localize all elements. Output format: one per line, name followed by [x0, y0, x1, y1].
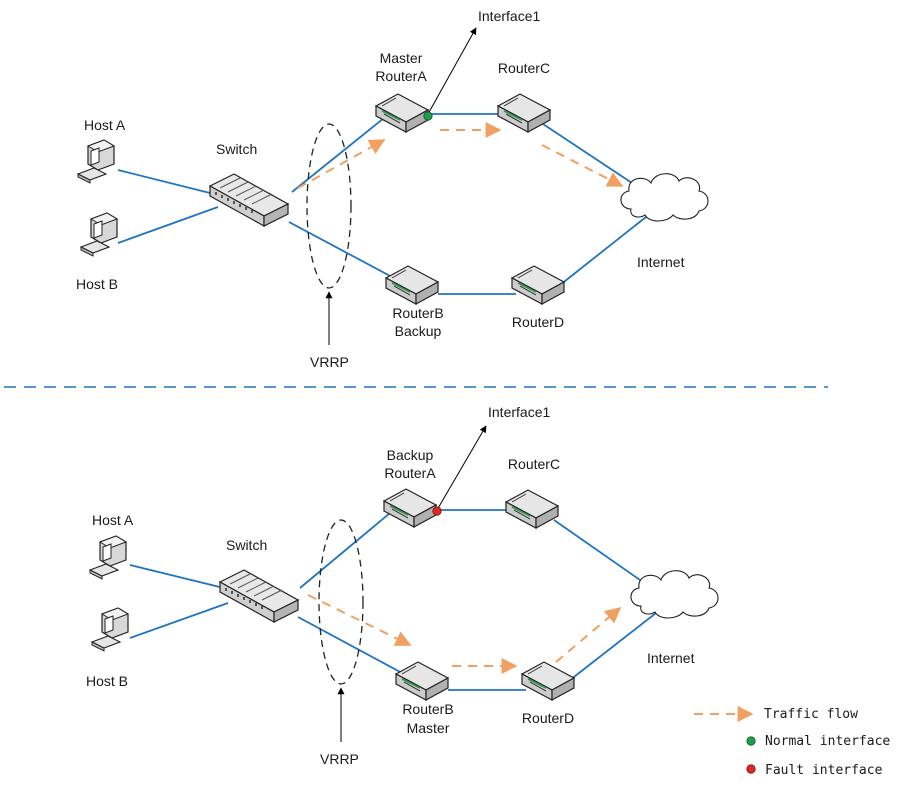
- vrrp-group-ellipse: [306, 123, 352, 289]
- interface1-label: Interface1: [478, 8, 540, 24]
- vrrp-label: VRRP: [320, 751, 359, 767]
- routerc-label: RouterC: [508, 456, 560, 472]
- link-host-a-switch: [117, 169, 223, 197]
- link-host-a-switch: [129, 564, 233, 591]
- switch-icon: [209, 173, 289, 227]
- routerd-label: RouterD: [512, 314, 564, 330]
- routerc-label: RouterC: [498, 60, 550, 76]
- switch-icon: [219, 569, 299, 623]
- link-switch-routerb: [288, 221, 393, 278]
- host-b-label: Host B: [76, 276, 118, 292]
- host-b-icon: [80, 212, 118, 257]
- routerc-icon: [505, 489, 559, 529]
- host-b-label: Host B: [86, 673, 128, 689]
- internet-label: Internet: [637, 254, 685, 270]
- link-routerd-internet: [569, 612, 657, 681]
- top-diagram: Host A Host B Switch Master RouterA Rout…: [76, 8, 709, 370]
- link-routerc-internet: [542, 123, 633, 184]
- link-host-b-switch: [129, 602, 229, 639]
- routera-role-label: Backup: [387, 447, 434, 463]
- link-routerc-internet: [553, 519, 641, 581]
- legend-fault-interface-dot: [746, 764, 756, 774]
- legend-traffic-flow-label: Traffic flow: [764, 707, 858, 722]
- vrrp-label: VRRP: [310, 354, 349, 370]
- traffic-flow-switch-to-routera: [297, 139, 386, 189]
- internet-label: Internet: [647, 650, 695, 666]
- bottom-diagram: Host A Host B Switch Backup RouterA Rout…: [86, 404, 719, 767]
- traffic-flow-routerc-to-internet: [541, 144, 624, 187]
- switch-label: Switch: [216, 141, 257, 157]
- traffic-flow-switch-to-routerb: [307, 594, 412, 646]
- routerc-icon: [497, 93, 551, 133]
- routerb-role-label: Backup: [395, 323, 442, 339]
- legend-normal-interface-dot: [746, 736, 756, 746]
- legend-normal-interface-label: Normal interface: [765, 734, 890, 749]
- traffic-flow-routerd-to-internet: [555, 606, 622, 663]
- routerb-name-label: RouterB: [402, 701, 453, 717]
- interface1-label: Interface1: [488, 404, 550, 420]
- legend: Traffic flow Normal interface Fault inte…: [694, 706, 890, 778]
- internet-cloud-icon: [630, 570, 719, 619]
- host-b-icon: [91, 607, 129, 652]
- routera-name-label: RouterA: [384, 465, 436, 481]
- vrrp-group-ellipse: [318, 519, 364, 685]
- fault-interface-dot: [432, 506, 442, 516]
- link-switch-routera: [299, 512, 391, 589]
- legend-fault-interface-label: Fault interface: [765, 763, 883, 778]
- internet-cloud-icon: [620, 173, 709, 222]
- routerb-icon: [395, 661, 449, 701]
- host-a-icon: [89, 535, 127, 580]
- routerb-name-label: RouterB: [392, 305, 443, 321]
- link-host-b-switch: [117, 206, 219, 244]
- link-switch-routera: [291, 117, 385, 193]
- interface1-pointer-arrow: [427, 27, 477, 115]
- host-a-label: Host A: [92, 512, 134, 528]
- routerd-label: RouterD: [522, 710, 574, 726]
- interface1-pointer-arrow: [436, 425, 487, 511]
- host-a-icon: [77, 139, 115, 184]
- routerd-icon: [511, 265, 565, 305]
- routera-icon: [375, 93, 429, 133]
- routerb-icon: [385, 265, 439, 305]
- host-a-label: Host A: [84, 117, 126, 133]
- routera-role-label: Master: [380, 50, 423, 66]
- routerb-role-label: Master: [407, 720, 450, 736]
- link-switch-routerb: [297, 616, 403, 674]
- link-routerd-internet: [559, 216, 647, 286]
- routera-icon: [383, 488, 437, 528]
- switch-label: Switch: [226, 537, 267, 553]
- routera-name-label: RouterA: [375, 68, 427, 84]
- routerd-icon: [521, 661, 575, 701]
- normal-interface-dot: [423, 111, 433, 121]
